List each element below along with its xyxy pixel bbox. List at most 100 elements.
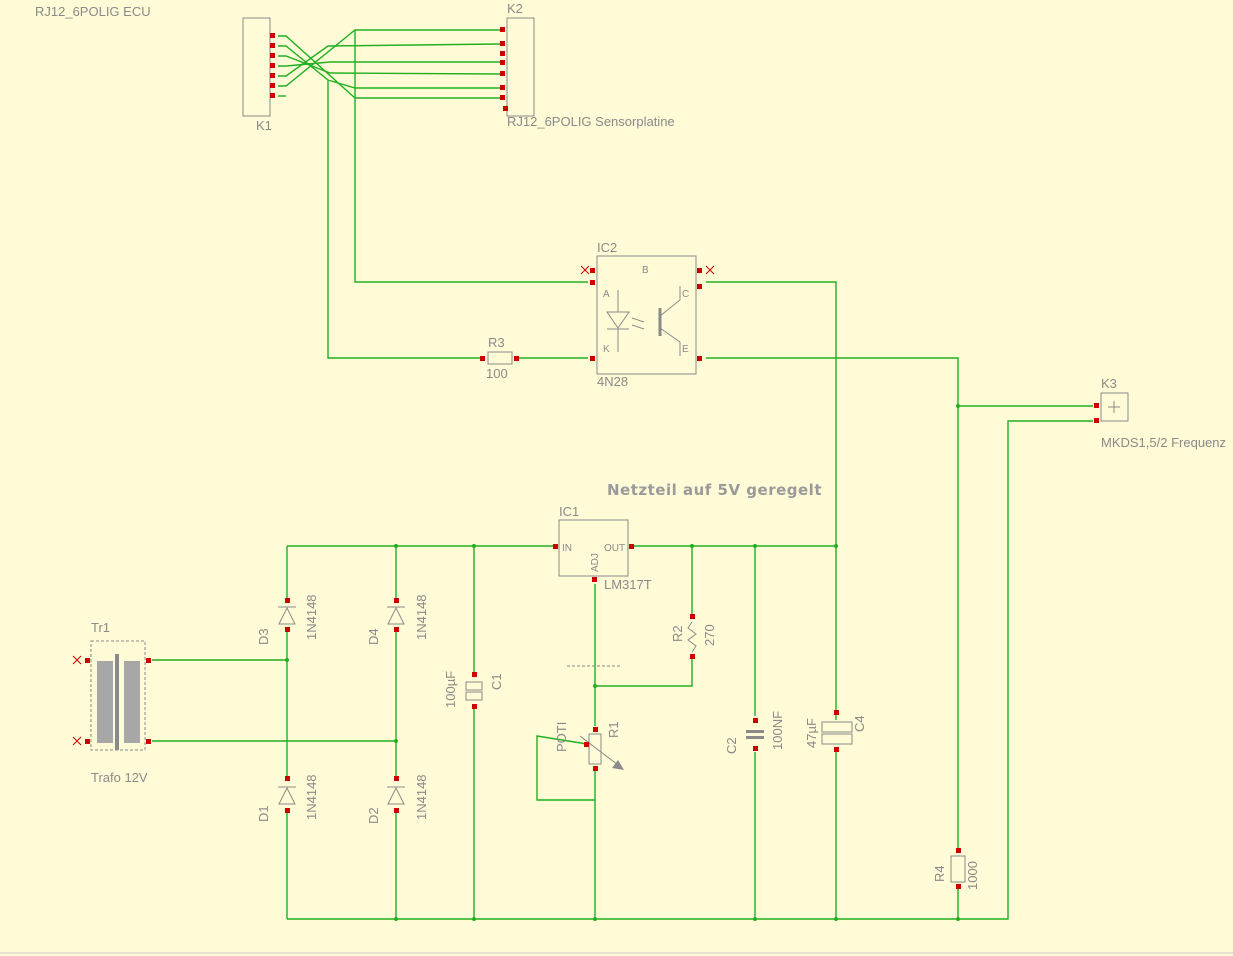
ic1-pin (592, 577, 597, 582)
resistor-r4[interactable]: R4 1000 (932, 848, 980, 890)
r1-pin (593, 727, 598, 732)
k1-name-label: K1 (256, 118, 272, 133)
d3-pin (285, 598, 290, 603)
resistor-r2[interactable]: R2 270 (670, 614, 717, 659)
junction-dot (956, 917, 960, 921)
r1-pin (593, 766, 598, 771)
d3-icon (278, 606, 296, 625)
r2-value-label: 270 (702, 624, 717, 646)
tr1-name-label: Tr1 (91, 620, 110, 635)
junction-dot (593, 684, 597, 688)
c1-value-label: 100µF (443, 671, 458, 708)
r1-name-label: R1 (606, 721, 621, 738)
r1-value-label: POTI (554, 722, 569, 752)
junction-dot (753, 917, 757, 921)
junction-dot (472, 917, 476, 921)
ic1-pin (629, 544, 634, 549)
ic1-name-label: IC1 (559, 504, 579, 519)
c2-plate (746, 736, 764, 739)
ic2-value-label: 4N28 (597, 374, 628, 389)
r3-pin (514, 356, 519, 361)
connector-k1[interactable]: RJ12_6POLIG ECU K1 (35, 4, 275, 133)
r2-pin (690, 654, 695, 659)
capacitor-c2[interactable]: C2 100NF (724, 711, 785, 754)
ic2-pin-c-label: C (682, 289, 689, 300)
d2-icon (387, 786, 405, 805)
r1-wiper (579, 735, 623, 769)
optocoupler-ic2[interactable]: A K B C E IC2 4N28 (580, 240, 715, 389)
d2-value-label: 1N4148 (414, 774, 429, 820)
ic2-pin-b-label: B (642, 265, 649, 276)
r3-name-label: R3 (488, 335, 505, 350)
c4-name-label: C4 (852, 715, 867, 732)
d3-name-label: D3 (256, 628, 271, 645)
tr1-pin (85, 739, 90, 744)
k3-value-label: MKDS1,5/2 Frequenz (1101, 435, 1226, 450)
wire (706, 281, 837, 720)
junction-dot (394, 544, 398, 548)
c4-plate (821, 733, 853, 745)
d2-pin (394, 776, 399, 781)
k1-body (242, 17, 271, 117)
c2-pin (753, 746, 758, 751)
k2-body (506, 17, 535, 117)
terminal-k3[interactable]: K3 MKDS1,5/2 Frequenz (1094, 376, 1226, 450)
k1-value-label: RJ12_6POLIG ECU (35, 4, 151, 19)
ic1-pin-out-label: OUT (604, 543, 625, 554)
tr1-coil-left (97, 661, 113, 743)
ic2-pins (590, 268, 702, 361)
ic2-pin-k-label: K (603, 344, 610, 355)
c4-pin (834, 747, 839, 752)
transformer-tr1[interactable]: Tr1 Trafo 12V (72, 620, 151, 785)
junction-dot (956, 404, 960, 408)
junctions (285, 404, 960, 921)
ic2-pin-a-label: A (603, 289, 610, 300)
phototransistor-icon (658, 286, 681, 356)
diode-d3[interactable]: D3 1N4148 (256, 594, 319, 645)
junction-dot (285, 658, 289, 662)
c1-plate (465, 691, 483, 701)
ic2-body (596, 255, 697, 375)
capacitor-c1[interactable]: 100µF C1 (443, 671, 504, 709)
k3-pin (1094, 403, 1099, 408)
r3-value-label: 100 (486, 366, 508, 381)
d4-name-label: D4 (366, 628, 381, 645)
diode-d1[interactable]: D1 1N4148 (256, 774, 319, 822)
wire (595, 656, 693, 687)
d3-pin (285, 627, 290, 632)
connector-k2[interactable]: K2 RJ12_6POLIG Sensorplatine (500, 1, 675, 129)
resistor-r3[interactable]: R3 100 (480, 335, 519, 381)
diode-d2[interactable]: D2 1N4148 (366, 774, 429, 824)
d1-name-label: D1 (256, 805, 271, 822)
r1-pin (584, 742, 589, 747)
r4-value-label: 1000 (965, 861, 980, 890)
c2-name-label: C2 (724, 737, 739, 754)
r3-body (487, 351, 513, 365)
d4-pin (394, 627, 399, 632)
wires (152, 29, 1093, 920)
r2-icon (687, 621, 697, 653)
wire (278, 35, 500, 99)
ic1-pin (553, 544, 558, 549)
regulator-ic1[interactable]: IN OUT ADJ IC1 LM317T (553, 504, 652, 592)
k3-name-label: K3 (1101, 376, 1117, 391)
junction-dot (690, 544, 694, 548)
d3-value-label: 1N4148 (304, 594, 319, 640)
capacitor-c4[interactable]: 47µF C4 (804, 710, 867, 752)
r4-name-label: R4 (932, 865, 947, 882)
tr1-pin (146, 658, 151, 663)
ic2-pin-e-label: E (682, 344, 689, 355)
d4-pin (394, 598, 399, 603)
d1-pin (285, 776, 290, 781)
junction-dot (394, 739, 398, 743)
diode-d4[interactable]: D4 1N4148 (366, 594, 429, 645)
wire (958, 420, 1093, 920)
r4-body (950, 855, 966, 883)
junction-dot (394, 917, 398, 921)
tr1-nc-marks (72, 655, 82, 746)
k2-value-label: RJ12_6POLIG Sensorplatine (507, 114, 675, 129)
c1-name-label: C1 (489, 673, 504, 690)
potentiometer-r1[interactable]: POTI R1 (554, 721, 624, 771)
r4-pin (956, 848, 961, 853)
